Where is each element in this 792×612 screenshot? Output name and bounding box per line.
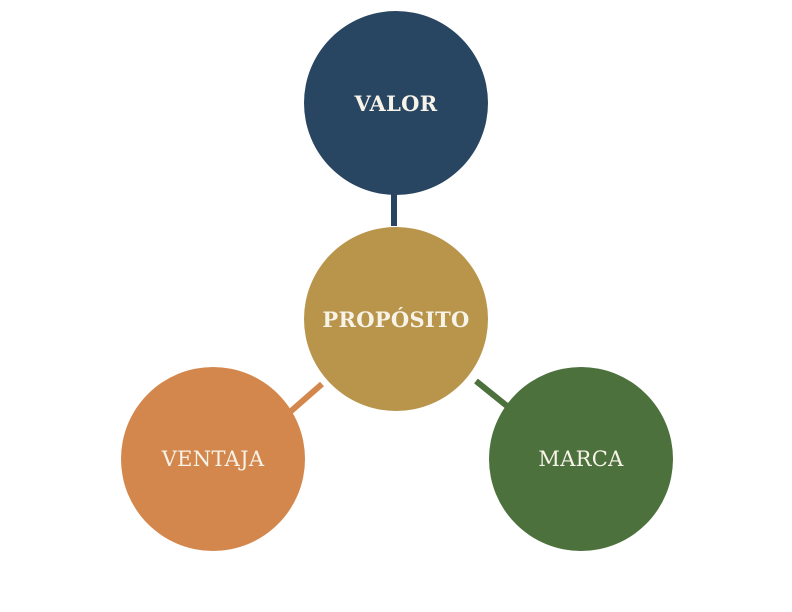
connector-marca [474,378,509,409]
connector-ventaja [288,381,324,415]
node-marca: MARCA [489,367,673,551]
node-proposito-label: PROPÓSITO [322,306,470,332]
node-ventaja: VENTAJA [121,367,305,551]
node-ventaja-label: VENTAJA [161,447,265,471]
node-valor-label: VALOR [354,90,438,116]
node-valor: VALOR [304,11,488,195]
node-proposito: PROPÓSITO [304,227,488,411]
node-marca-label: MARCA [538,447,624,471]
